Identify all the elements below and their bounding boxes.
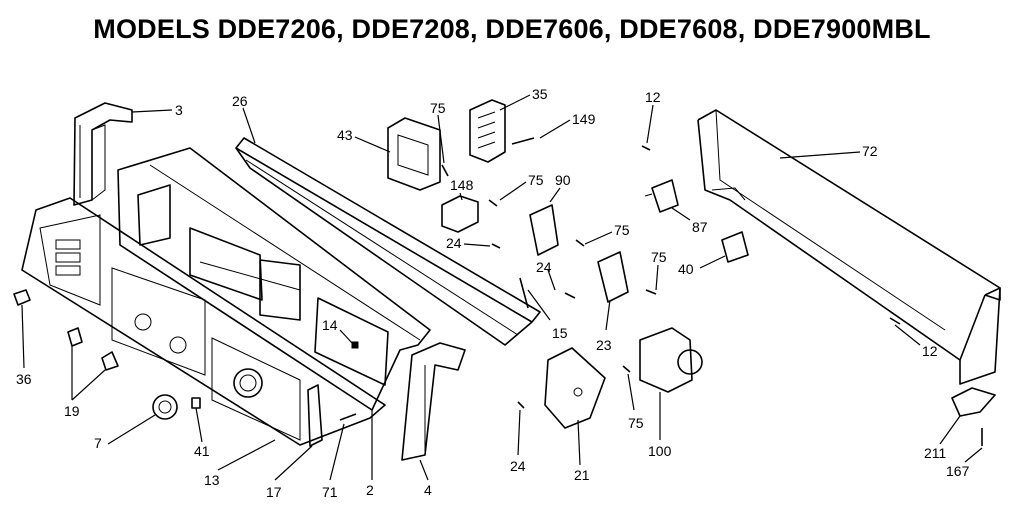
callout-19: 19 bbox=[64, 403, 80, 419]
mounting-plate-21 bbox=[544, 347, 606, 429]
callout-23: 23 bbox=[596, 337, 612, 353]
part-41-clip bbox=[191, 397, 201, 409]
callout-211: 211 bbox=[924, 445, 947, 461]
callout-24a: 24 bbox=[446, 235, 462, 251]
clip-12a bbox=[641, 145, 651, 151]
screw-75b bbox=[488, 199, 498, 207]
callout-35: 35 bbox=[532, 86, 548, 102]
callout-71: 71 bbox=[322, 484, 338, 500]
callout-26: 26 bbox=[232, 93, 248, 109]
callout-167: 167 bbox=[946, 463, 970, 479]
callout-12a: 12 bbox=[645, 89, 661, 105]
switch-87 bbox=[644, 179, 679, 213]
screw-75c bbox=[575, 239, 585, 247]
callout-75d: 75 bbox=[651, 249, 667, 265]
screw-149 bbox=[511, 137, 535, 145]
screws bbox=[441, 137, 901, 409]
control-panel bbox=[21, 197, 386, 446]
callout-75e: 75 bbox=[628, 415, 644, 431]
callout-43: 43 bbox=[337, 127, 353, 143]
callout-7: 7 bbox=[94, 435, 102, 451]
callout-149: 149 bbox=[572, 111, 596, 127]
callout-148: 148 bbox=[450, 177, 474, 193]
callout-40: 40 bbox=[678, 261, 694, 277]
end-cap-left bbox=[73, 102, 133, 206]
rear-cover-72 bbox=[697, 109, 1001, 385]
part-36-button bbox=[13, 289, 31, 306]
callout-21: 21 bbox=[574, 467, 590, 483]
switch-bracket-148 bbox=[441, 195, 479, 233]
console-frame bbox=[117, 147, 431, 411]
part-7-knob bbox=[152, 394, 178, 420]
callout-100: 100 bbox=[648, 443, 672, 459]
screw-75d bbox=[645, 289, 657, 295]
callout-75c: 75 bbox=[614, 222, 630, 238]
callout-36: 36 bbox=[16, 371, 32, 387]
callout-87: 87 bbox=[692, 219, 708, 235]
end-cap-right bbox=[401, 342, 466, 461]
callout-12b: 12 bbox=[922, 343, 938, 359]
part-17-bracket bbox=[307, 384, 323, 447]
part-19-knob-b bbox=[101, 351, 119, 371]
callout-15: 15 bbox=[552, 325, 568, 341]
clip-12b bbox=[889, 317, 901, 325]
callout-14: 14 bbox=[322, 317, 338, 333]
screw-75e bbox=[622, 365, 631, 373]
callout-90: 90 bbox=[555, 172, 571, 188]
pin-15 bbox=[519, 277, 529, 309]
terminal-block-35 bbox=[469, 99, 506, 163]
screw-24b bbox=[564, 292, 576, 299]
callout-17: 17 bbox=[266, 484, 282, 500]
callout-13: 13 bbox=[204, 472, 220, 488]
callout-72: 72 bbox=[862, 143, 878, 159]
callout-2: 2 bbox=[366, 482, 374, 498]
callout-75b: 75 bbox=[528, 172, 544, 188]
screw-24c bbox=[517, 401, 525, 409]
bracket-43 bbox=[387, 117, 441, 191]
callout-24b: 24 bbox=[536, 259, 552, 275]
callout-75a: 75 bbox=[430, 100, 446, 116]
timer-100 bbox=[639, 327, 703, 393]
part-14-clip bbox=[351, 341, 359, 349]
rear-trim-strip bbox=[235, 137, 541, 346]
screw-24a bbox=[491, 243, 501, 249]
callout-4: 4 bbox=[424, 482, 432, 498]
callout-3: 3 bbox=[175, 102, 183, 118]
bracket-90 bbox=[529, 204, 559, 256]
screw-75a bbox=[441, 164, 449, 177]
callout-labels: 3 26 43 75 35 149 12 72 148 75 90 24 75 … bbox=[16, 86, 970, 500]
callout-24c: 24 bbox=[510, 458, 526, 474]
leader-lines bbox=[21, 94, 983, 481]
part-19-knob-a bbox=[67, 327, 83, 347]
callout-41: 41 bbox=[194, 443, 210, 459]
switch-40 bbox=[721, 231, 749, 263]
bracket-211 bbox=[951, 387, 996, 417]
part-71-screw bbox=[339, 413, 357, 421]
bracket-23 bbox=[597, 251, 629, 303]
diagram-title: MODELS DDE7206, DDE7208, DDE7606, DDE760… bbox=[93, 14, 931, 44]
